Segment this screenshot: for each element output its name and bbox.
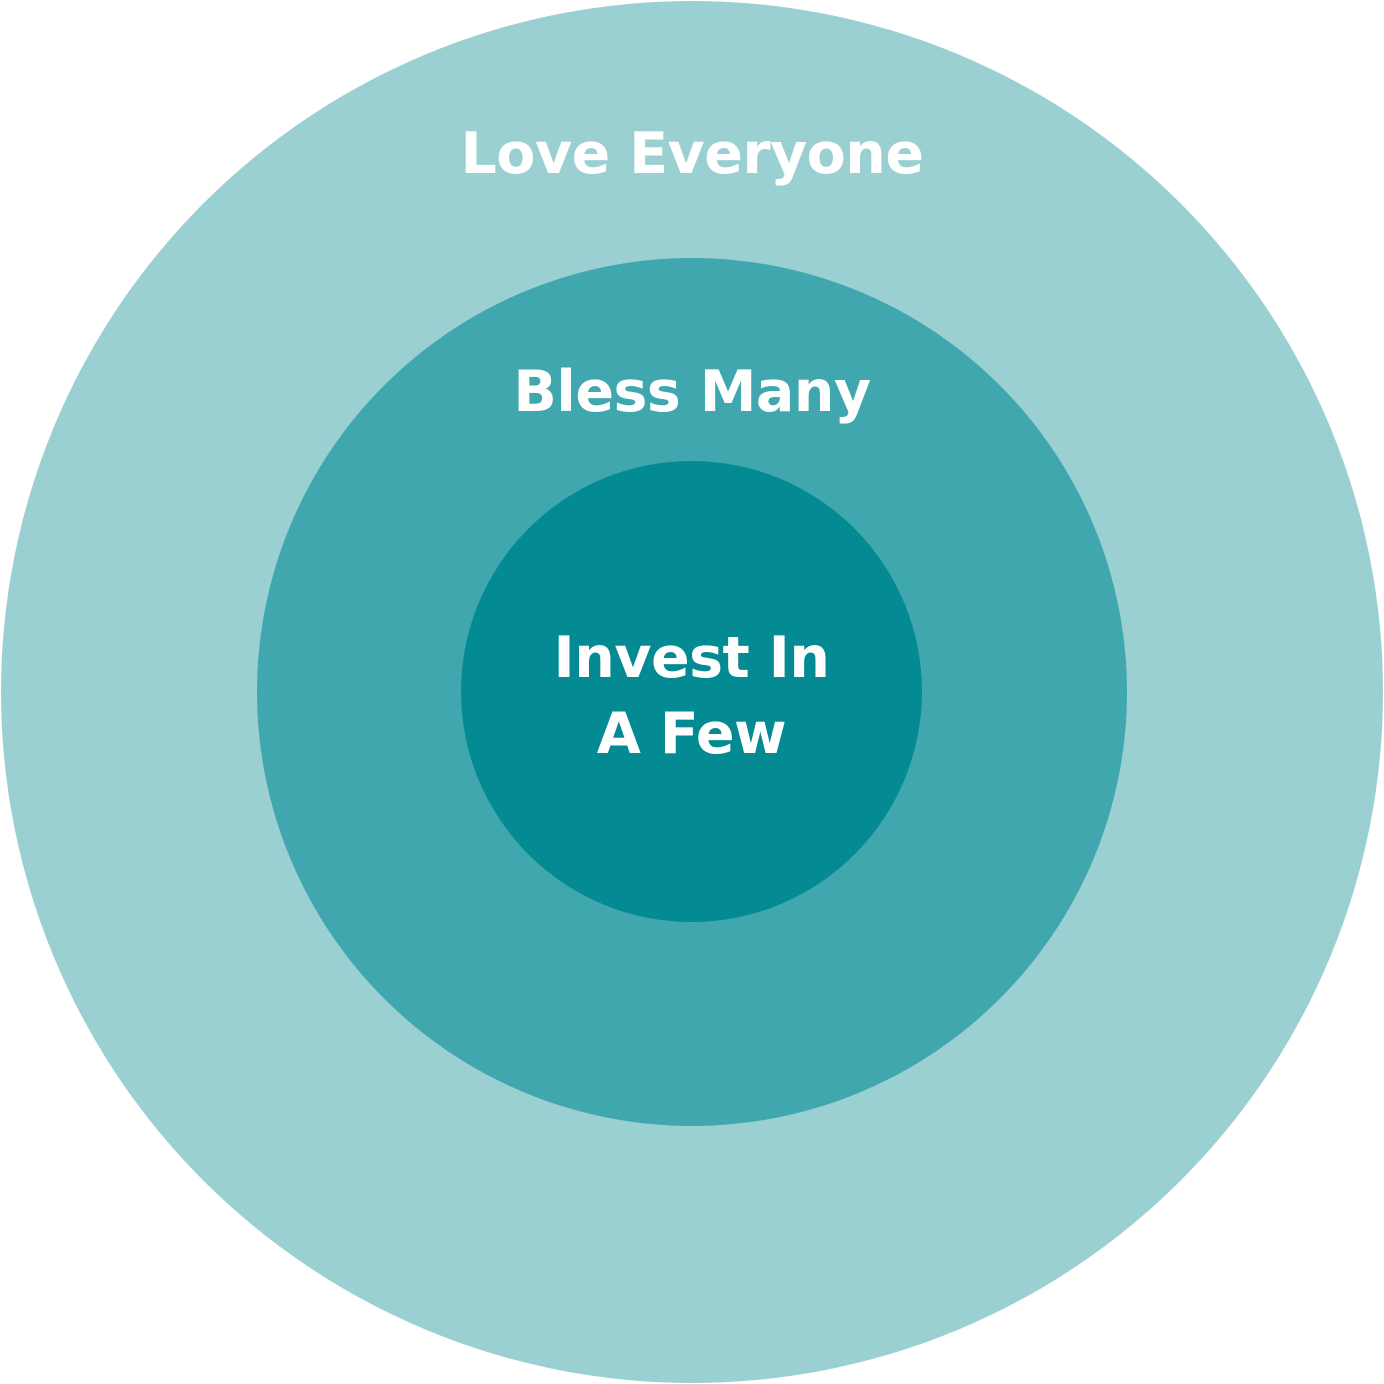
- middle-circle-label: Bless Many: [513, 359, 871, 425]
- inner-circle-label: Invest In A Few: [461, 620, 922, 772]
- inner-circle-label-line-1: Invest In: [553, 625, 830, 691]
- inner-circle-invest-in-a-few: [461, 461, 922, 922]
- outer-circle-label: Love Everyone: [460, 121, 924, 187]
- inner-circle-label-line-2: A Few: [596, 701, 787, 767]
